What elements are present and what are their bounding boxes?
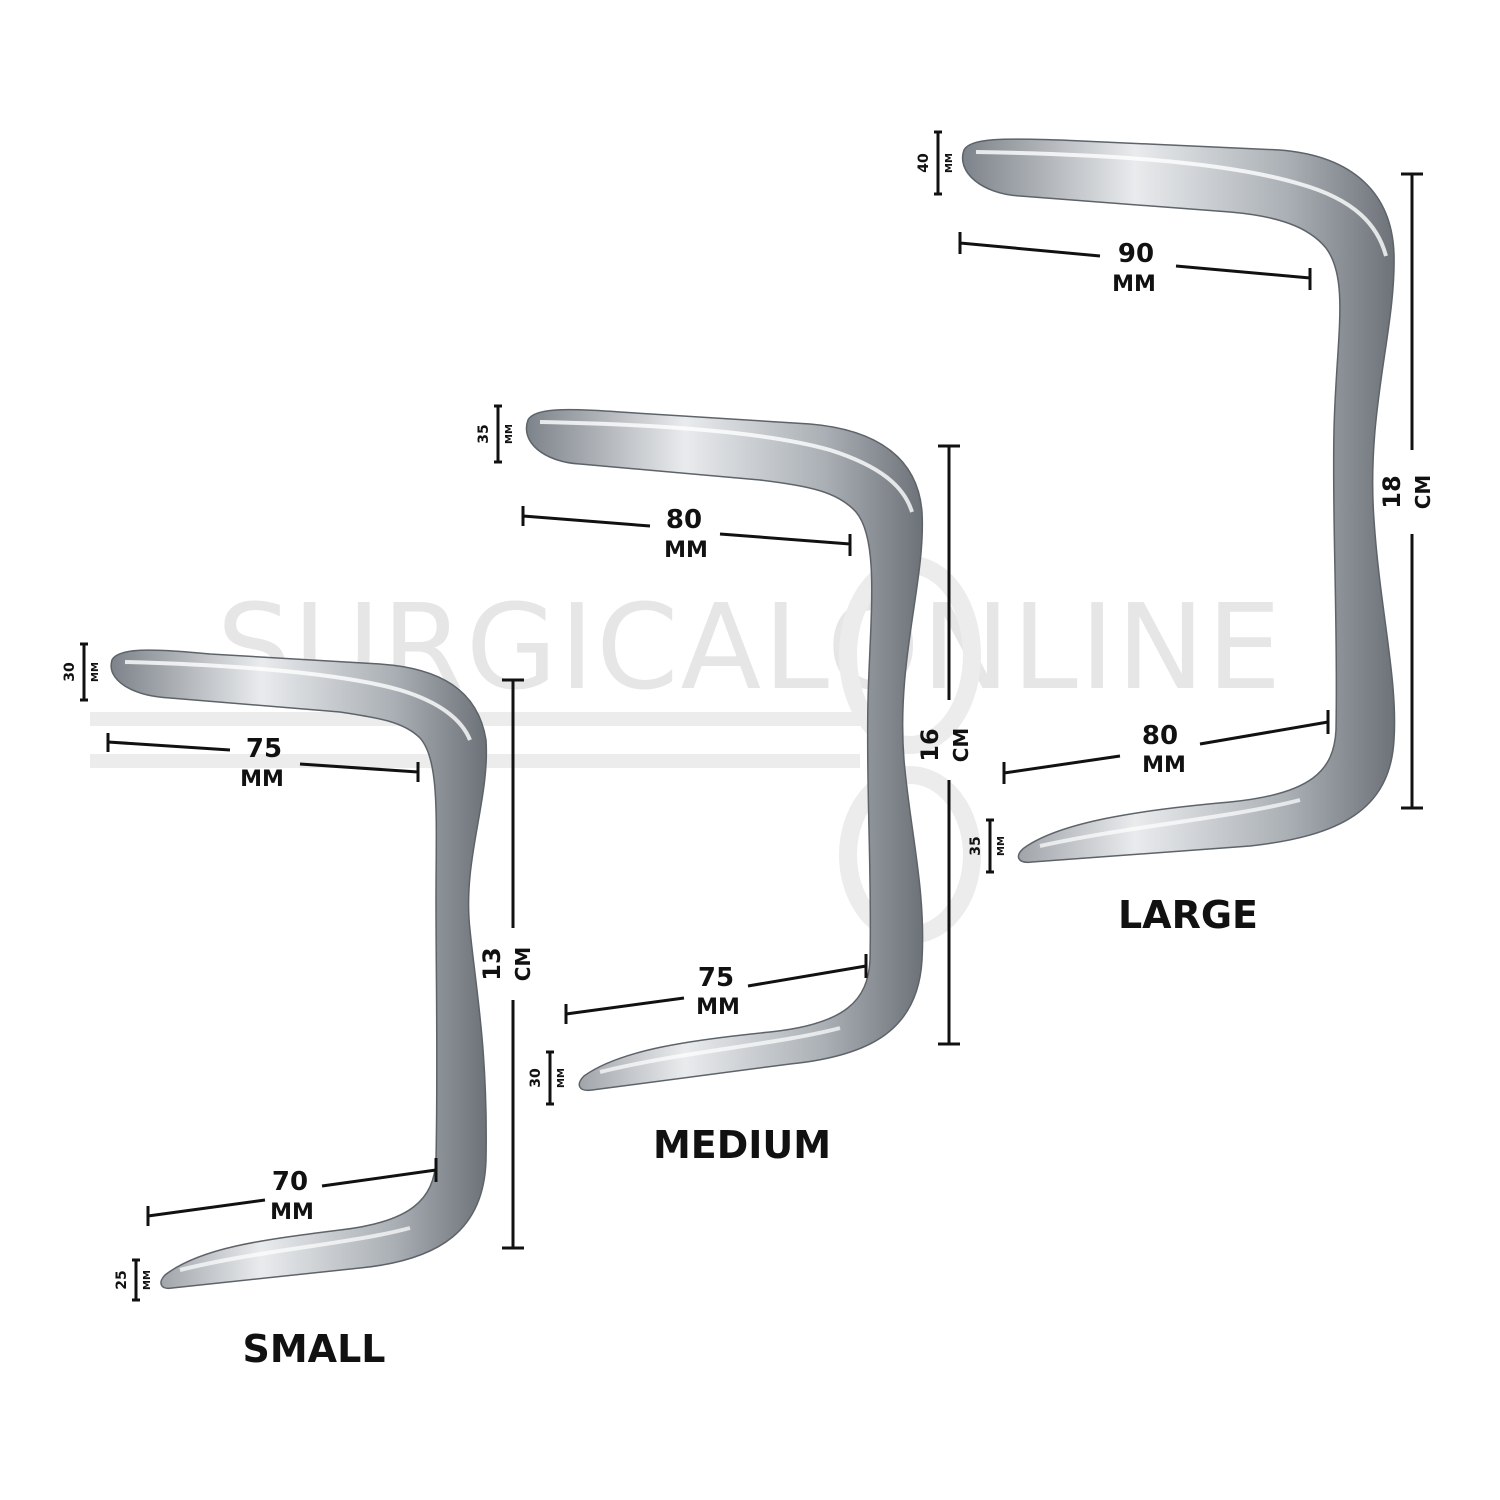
dim-medium-bottom-length-value: 75	[698, 963, 734, 993]
dim-small-total-length: 13 CM	[478, 678, 535, 1250]
dim-small-top-length: 75 MM	[106, 733, 420, 792]
dim-large-bottom-width-unit: MM	[996, 836, 1007, 856]
dim-medium-top-length: 80 MM	[521, 505, 852, 563]
dim-large-top-width: 40 MM	[916, 130, 955, 196]
retractor-large	[961, 138, 1396, 864]
dim-small-bottom-length-unit: MM	[270, 1200, 314, 1225]
dim-medium-bottom-length: 75 MM	[564, 954, 868, 1024]
dim-medium-bottom-width-value: 30	[528, 1068, 544, 1088]
dim-small-bottom-length-value: 70	[272, 1167, 308, 1197]
dim-medium-top-width: 35 MM	[476, 404, 515, 464]
dim-large-bottom-width-value: 35	[968, 836, 984, 855]
dim-small-top-width-unit: MM	[90, 662, 101, 682]
dim-medium-total-length-value: 16	[916, 728, 944, 761]
dim-large-top-length: 90 MM	[958, 232, 1312, 297]
dim-large-bottom-length-unit: MM	[1142, 753, 1186, 778]
dim-large-top-width-unit: MM	[944, 153, 955, 173]
dim-medium-total-length-unit: CM	[949, 728, 973, 763]
dim-medium-top-length-value: 80	[666, 505, 702, 535]
dim-small-total-length-value: 13	[478, 947, 506, 980]
dim-small-total-length-unit: CM	[511, 947, 535, 982]
retractor-medium	[525, 408, 924, 1092]
dim-medium-bottom-width: 30 MM	[528, 1050, 567, 1106]
dim-medium-bottom-width-unit: MM	[556, 1068, 567, 1088]
dim-small-bottom-width-value: 25	[114, 1270, 130, 1289]
dim-medium-top-width-unit: MM	[504, 424, 515, 444]
size-label-medium: MEDIUM	[653, 1123, 831, 1167]
dim-small-bottom-width-unit: MM	[142, 1270, 153, 1290]
dim-small-top-length-unit: MM	[240, 767, 284, 792]
instrument-small: 30 MM 75 MM 13 CM 70 MM 25 MM SMALL	[62, 642, 535, 1371]
dim-large-total-length-unit: CM	[1411, 475, 1435, 510]
instrument-large: 40 MM 90 MM 18 CM 80 MM 35 MM LARGE	[916, 130, 1435, 937]
dim-small-top-length-value: 75	[246, 734, 282, 764]
dim-medium-top-length-unit: MM	[664, 538, 708, 563]
dim-small-top-width-value: 30	[62, 662, 78, 682]
dim-small-top-width: 30 MM	[62, 642, 101, 702]
instrument-medium: 35 MM 80 MM 16 CM 75 MM 30 MM MEDIUM	[476, 404, 973, 1167]
dim-large-total-length: 18 CM	[1378, 172, 1435, 810]
dim-large-total-length-value: 18	[1378, 475, 1406, 508]
size-label-large: LARGE	[1118, 893, 1258, 937]
dim-medium-total-length: 16 CM	[916, 444, 973, 1046]
dim-medium-top-width-value: 35	[476, 424, 492, 443]
dim-large-bottom-length: 80 MM	[1002, 710, 1330, 784]
dim-small-bottom-width: 25 MM	[114, 1258, 153, 1302]
dim-large-top-length-unit: MM	[1112, 272, 1156, 297]
dim-large-bottom-width: 35 MM	[968, 818, 1007, 874]
dim-large-bottom-length-value: 80	[1142, 721, 1178, 751]
dim-small-bottom-length: 70 MM	[146, 1158, 438, 1226]
dim-large-top-length-value: 90	[1118, 239, 1154, 269]
size-label-small: SMALL	[242, 1327, 385, 1371]
dim-medium-bottom-length-unit: MM	[696, 995, 740, 1020]
dim-large-top-width-value: 40	[916, 153, 932, 173]
